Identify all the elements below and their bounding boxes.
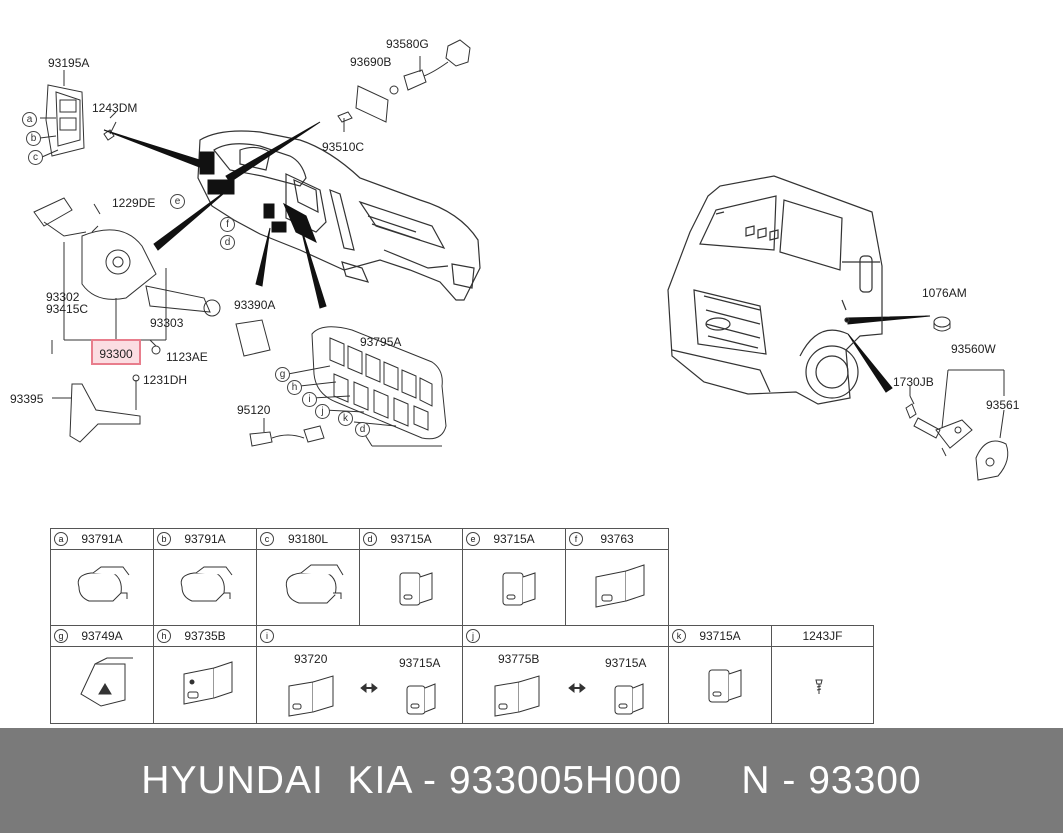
bracket-93195A-drawing (39, 70, 85, 158)
ref-letter-e: e (170, 194, 185, 209)
cell-right-part-number: 93715A (605, 656, 647, 670)
callout-93395: 93395 (10, 392, 44, 406)
cell-part-number: 93180L (287, 532, 329, 546)
cell-part-number: 93791A (81, 532, 123, 546)
cell-left-part-number: 93775B (498, 652, 540, 666)
ref-letter-j: j (315, 404, 330, 419)
callout-93560W: 93560W (951, 342, 996, 356)
table-cell-j: j 93775B 93715A (462, 625, 669, 724)
callout-93561: 93561 (986, 398, 1020, 412)
footer-banner: HYUNDAI KIA - 933005H000 N - 93300 (0, 728, 1063, 833)
cell-part-number: 93715A (493, 532, 535, 546)
ref-letter-h: h (287, 380, 302, 395)
truck-drawing (667, 175, 883, 405)
callout-93303: 93303 (150, 316, 184, 330)
cell-part-number: 93791A (184, 532, 226, 546)
ref-letter-f: f (220, 217, 235, 232)
cell-part-number: 93715A (390, 532, 432, 546)
callout-93690B: 93690B (350, 55, 392, 69)
switch-panel-93795A-drawing (287, 326, 447, 447)
callout-93195A: 93195A (48, 56, 90, 70)
callout-1229DE: 1229DE (112, 196, 156, 210)
callout-1123AE: 1123AE (166, 350, 208, 364)
bracket-93395-drawing (52, 374, 141, 443)
callout-1243DM: 1243DM (92, 101, 138, 115)
callout-93390A: 93390A (234, 298, 276, 312)
sensor-95120-drawing (249, 418, 325, 447)
footer-part-number-text: HYUNDAI KIA - 933005H000 N - 93300 (141, 758, 922, 802)
ref-letter-c: c (28, 150, 43, 165)
diagram-drawing (33, 39, 1009, 481)
ref-letter-a: a (22, 112, 37, 127)
ref-letter-i: i (302, 392, 317, 407)
ref-letter-g: g (275, 367, 290, 382)
screw-1243DM-drawing (103, 111, 117, 141)
callout-1730JB: 1730JB (893, 375, 934, 389)
cell-right-part-number: 93715A (399, 656, 441, 670)
combination-switch-drawing (33, 197, 221, 355)
pointer-arrows (103, 121, 931, 393)
callout-1076AM: 1076AM (922, 286, 967, 300)
table-cell-i: i 93720 93715A (256, 625, 463, 724)
callout-93302: 93302 (46, 290, 80, 304)
exploded-parts-diagram: 93195A 1243DM 93580G 93690B 93510C 1229D… (10, 37, 1020, 481)
ref-letter-k: k (338, 411, 353, 426)
switch-93580G-drawing (337, 39, 471, 132)
table-cell-1243JF: 1243JF (771, 625, 874, 724)
cell-part-number: 1243JF (802, 629, 843, 643)
callout-1231DH: 1231DH (143, 373, 188, 387)
cell-part-number: 93749A (81, 629, 123, 643)
bumper-parts-drawing (905, 316, 1009, 481)
cell-part-number: 93735B (184, 629, 226, 643)
dashboard-drawing (197, 130, 481, 301)
callout-93510C: 93510C (322, 140, 365, 154)
cover-93390A-drawing (235, 319, 271, 357)
callout-93580G: 93580G (386, 37, 429, 51)
callout-93415C: 93415C (46, 302, 89, 316)
callout-93795A: 93795A (360, 335, 402, 349)
callout-95120: 95120 (237, 403, 271, 417)
cell-part-number: 93715A (699, 629, 741, 643)
ref-letter-b: b (26, 131, 41, 146)
callout-93300-highlight: 93300 (91, 339, 141, 365)
cell-left-part-number: 93720 (294, 652, 328, 666)
ref-letter-d: d (220, 235, 235, 250)
cell-part-number: 93763 (600, 532, 634, 546)
ref-letter-d2: d (355, 422, 370, 437)
